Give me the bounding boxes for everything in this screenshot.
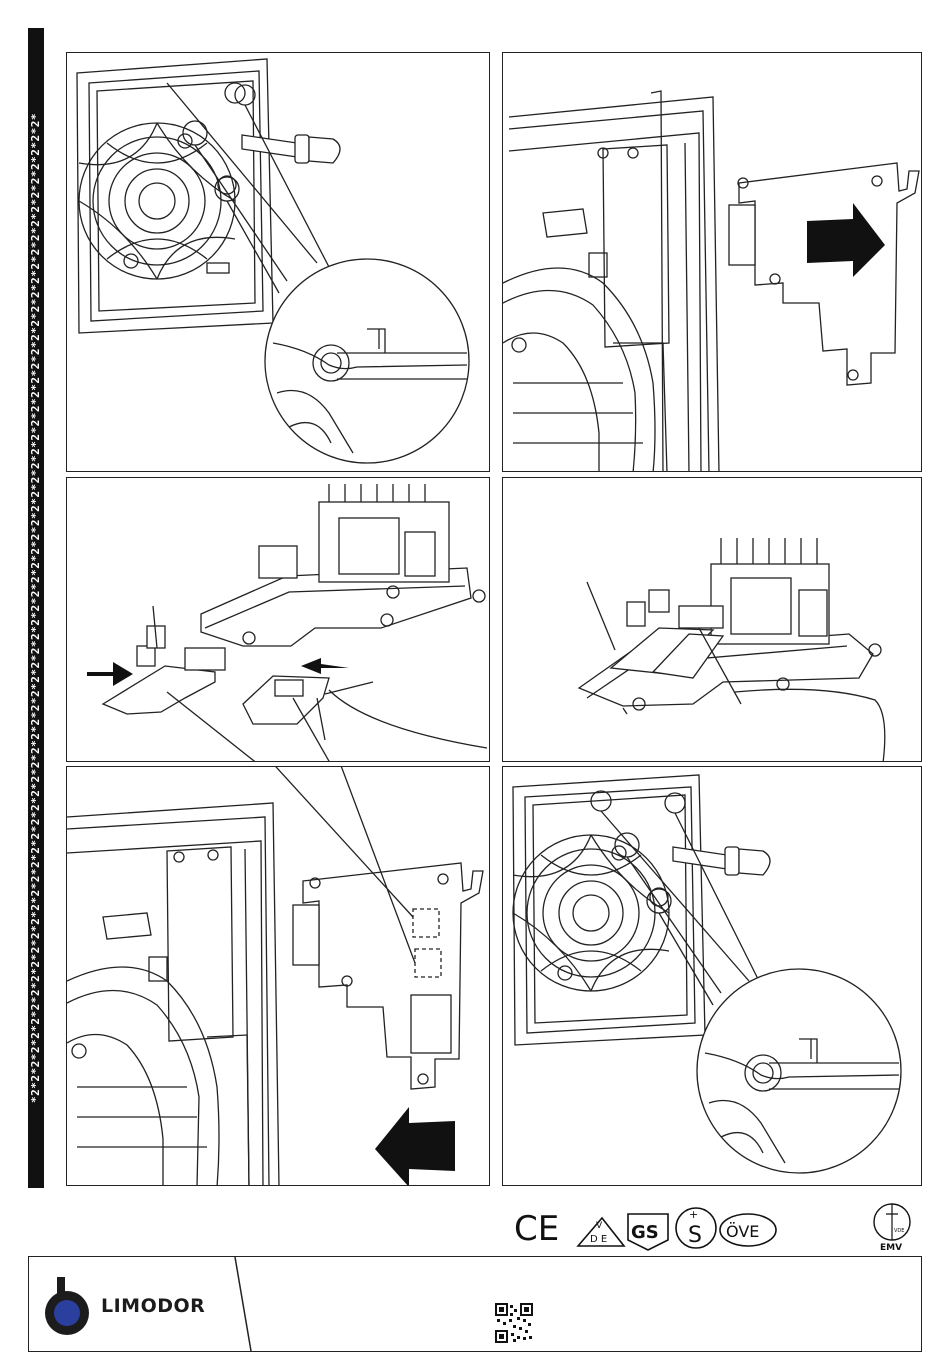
brand-name: LIMODOR: [101, 1295, 205, 1317]
gs-mark-text: GS: [631, 1222, 659, 1243]
insert-up-arrow-icon: [87, 662, 133, 686]
qr-code: [495, 1303, 533, 1343]
emv-small-text: VDE: [894, 1228, 904, 1234]
s-plus-mark-icon: + S: [676, 1208, 716, 1248]
pcb-exploded-illustration: [67, 478, 490, 762]
fan-screwdriver-reassembly-illustration: [503, 767, 922, 1186]
board-removal-illustration: [503, 53, 922, 472]
limodor-logo: LIMODOR: [43, 1273, 243, 1339]
ove-mark-icon: ÖVE: [720, 1214, 776, 1246]
footer-box: LIMODOR: [28, 1256, 922, 1352]
illustration-panel-1: [66, 52, 490, 472]
emv-text: EMV: [880, 1243, 902, 1252]
side-marker-strip: *2*2*2*2*2*2*2*2*2*2*2*2*2*2*2*2*2*2*2*2…: [28, 28, 44, 1188]
vde-top-text: V: [596, 1221, 603, 1231]
ce-mark-icon: CE: [514, 1209, 559, 1249]
limodor-logo-icon: [43, 1273, 103, 1339]
ove-mark-text: ÖVE: [726, 1222, 759, 1241]
ce-mark-text: CE: [514, 1209, 559, 1249]
illustration-panel-3: [66, 477, 490, 762]
illustration-panel-4: [502, 477, 922, 762]
slide-left-arrow-icon: [375, 1107, 455, 1186]
vde-emv-mark-icon: VDE EMV: [874, 1204, 910, 1252]
board-insertion-illustration: [67, 767, 490, 1186]
certification-marks: CE V D E GS + S ÖVE VDE EMV: [512, 1200, 912, 1252]
svg-text:+: +: [689, 1208, 698, 1221]
insert-left-arrow-icon: [301, 658, 349, 674]
side-marker-text: *2*2*2*2*2*2*2*2*2*2*2*2*2*2*2*2*2*2*2*2…: [28, 28, 44, 1188]
illustration-panel-6: [502, 766, 922, 1186]
illustration-panel-5: [66, 766, 490, 1186]
gs-mark-icon: GS: [628, 1214, 668, 1250]
pcb-assembled-illustration: [503, 478, 922, 762]
vde-bottom-text: D E: [590, 1234, 607, 1245]
fan-screwdriver-illustration: [67, 53, 490, 472]
svg-text:S: S: [688, 1223, 702, 1248]
vde-mark-icon: V D E: [578, 1218, 624, 1246]
illustration-panel-2: [502, 52, 922, 472]
